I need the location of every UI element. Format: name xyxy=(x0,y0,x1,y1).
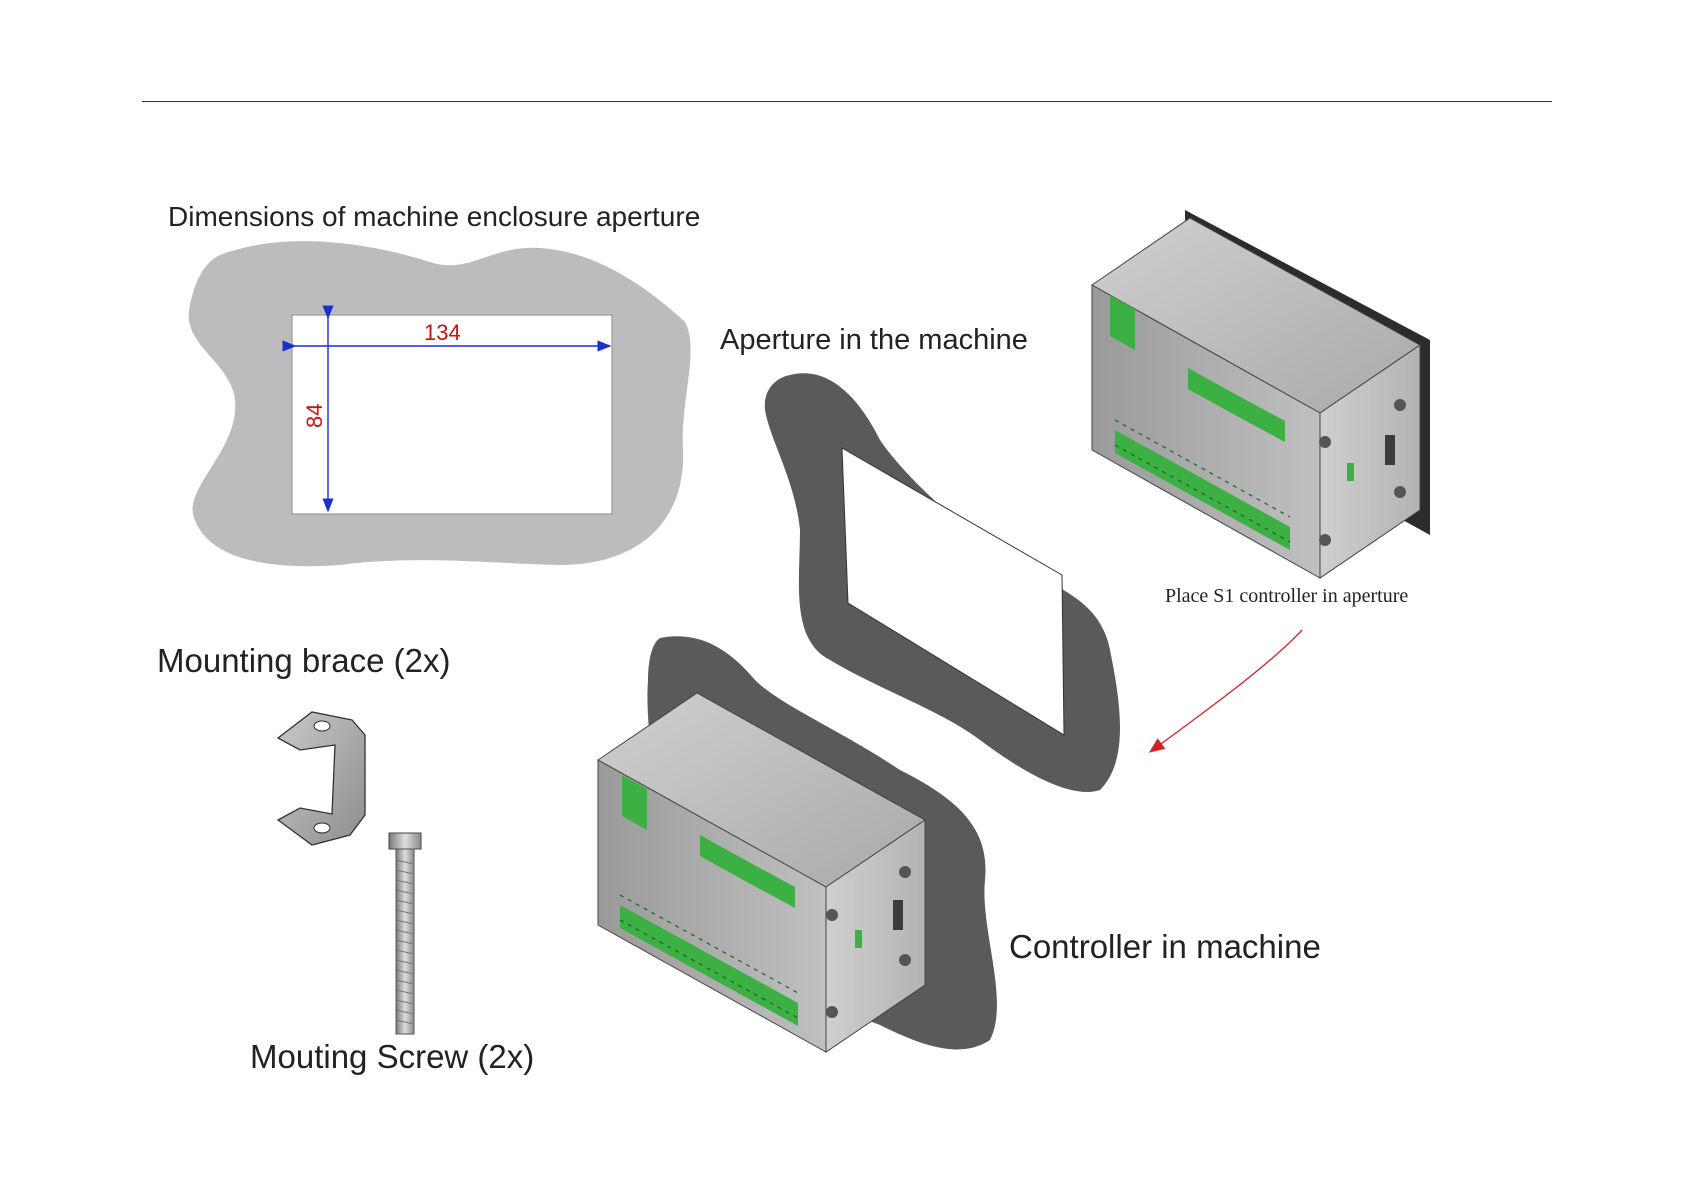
mounting-screw xyxy=(389,833,421,1034)
width-dimension: 134 xyxy=(424,320,461,345)
instruction-arrow xyxy=(1150,630,1302,752)
mounting-brace xyxy=(278,712,365,845)
dimensions-panel: 134 84 xyxy=(189,241,691,566)
controller-top xyxy=(1092,210,1430,578)
height-dimension: 84 xyxy=(302,404,327,428)
